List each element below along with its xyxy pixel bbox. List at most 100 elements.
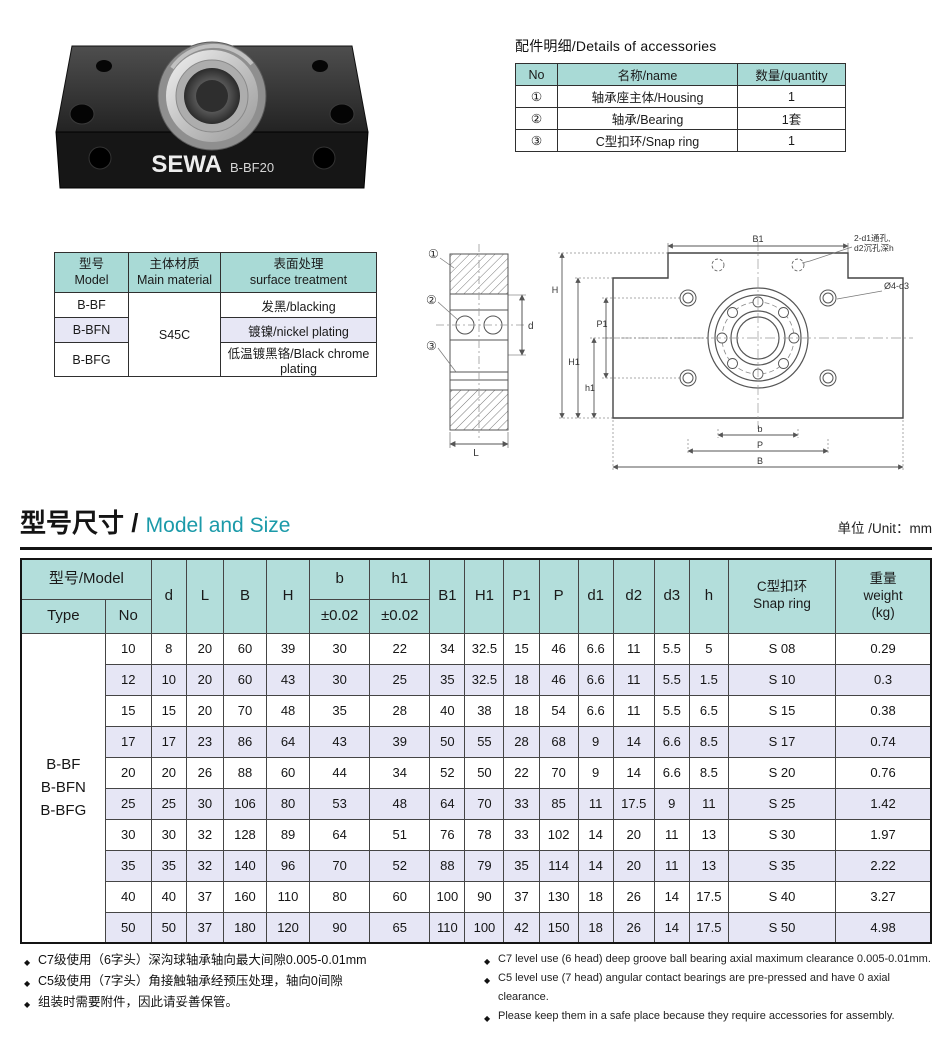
- col-L: L: [185, 558, 224, 634]
- col-P: P: [538, 558, 579, 634]
- dim-label-h1: h1: [585, 383, 595, 393]
- value-cell: 17.5: [612, 787, 655, 820]
- value-cell: 68: [538, 725, 579, 758]
- col-H: H: [265, 558, 311, 634]
- col-model: 型号/Model: [20, 558, 152, 600]
- value-cell: 32: [185, 818, 224, 851]
- housing-front-drawing: B1 2-d1通孔, d2沉孔深h Ø4-d3 H H1 h1 P1: [548, 233, 946, 485]
- section-title-en: Model and Size: [145, 514, 291, 537]
- value-cell: 44: [309, 756, 371, 789]
- value-cell: 48: [265, 694, 311, 727]
- value-cell: 1.42: [835, 787, 932, 820]
- value-cell: 1.5: [688, 663, 729, 696]
- value-cell: 0.38: [835, 694, 932, 727]
- model-text: B-BF20: [230, 160, 274, 175]
- value-cell: 55: [464, 725, 505, 758]
- value-cell: 20: [612, 818, 655, 851]
- value-cell: 37: [503, 880, 540, 913]
- value-cell: S 08: [727, 632, 837, 665]
- value-cell: 46: [538, 663, 579, 696]
- value-cell: 11: [577, 787, 614, 820]
- size-header-row-2: Type No ±0.02 ±0.02: [20, 598, 931, 634]
- value-cell: 6.6: [653, 756, 690, 789]
- value-cell: 14: [612, 756, 655, 789]
- counterbore-hole: [329, 103, 355, 125]
- value-cell: 6.6: [577, 694, 614, 727]
- value-cell: 11: [612, 694, 655, 727]
- value-cell: 100: [464, 911, 505, 944]
- col-d3: d3: [653, 558, 690, 634]
- value-cell: 120: [265, 911, 311, 944]
- callout-2-marker: ②: [426, 293, 437, 307]
- value-cell: 18: [503, 694, 540, 727]
- value-cell: 114: [538, 849, 579, 882]
- value-cell: 38: [464, 694, 505, 727]
- value-cell: 30: [150, 818, 187, 851]
- mat-model: B-BFN: [54, 317, 129, 343]
- col-d: d: [150, 558, 187, 634]
- notes-chinese: C7级使用（6字头）深沟球轴承轴向最大间隙0.005-0.01mmC5级使用（7…: [24, 950, 476, 1026]
- value-cell: 0.74: [835, 725, 932, 758]
- note-en: C7 level use (6 head) deep groove ball b…: [484, 950, 932, 971]
- size-header-row-1: 型号/Model d L B H b h1 B1 H1 P1 P d1 d2 d…: [20, 558, 932, 634]
- col-P1: P1: [503, 558, 540, 634]
- value-cell: 39: [369, 725, 431, 758]
- col-d1: d1: [577, 558, 614, 634]
- col-H1: H1: [464, 558, 505, 634]
- value-cell: 110: [429, 911, 466, 944]
- acc-no: ①: [515, 85, 558, 108]
- housing-outline: [612, 252, 904, 419]
- value-cell: 110: [265, 880, 311, 913]
- dim-label-H: H: [552, 285, 559, 295]
- dim-label-L: L: [473, 448, 479, 458]
- model-no-cell: 10: [104, 632, 152, 665]
- value-cell: 4.98: [835, 911, 932, 944]
- callout-d3: Ø4-d3: [884, 281, 909, 291]
- mat-treatment: 低温镀黑铬/Black chrome plating: [220, 342, 377, 377]
- dim-label-P: P: [757, 440, 763, 450]
- section-title-zh: 型号尺寸 /: [20, 508, 146, 538]
- value-cell: 22: [503, 756, 540, 789]
- leader-line: [801, 246, 853, 264]
- value-cell: 17: [150, 725, 187, 758]
- dim-h1: [590, 337, 708, 419]
- model-size-section-header: 型号尺寸 / Model and Size 单位 /Unit：mm: [20, 503, 932, 550]
- value-cell: 13: [688, 849, 729, 882]
- model-size-table: 型号/Model d L B H b h1 B1 H1 P1 P d1 d2 d…: [20, 558, 932, 944]
- bore-shadow: [196, 80, 228, 112]
- value-cell: 90: [309, 911, 371, 944]
- value-cell: S 25: [727, 787, 837, 820]
- value-cell: 106: [222, 787, 268, 820]
- value-cell: 6.5: [688, 694, 729, 727]
- col-b: b: [309, 558, 371, 600]
- dim-d: [508, 294, 526, 356]
- note-en: C5 level use (7 head) angular contact be…: [484, 969, 932, 1007]
- value-cell: 128: [222, 818, 268, 851]
- notes-english: C7 level use (6 head) deep groove ball b…: [484, 950, 932, 1028]
- value-cell: 28: [503, 725, 540, 758]
- dim-L: [449, 432, 509, 448]
- model-no-cell: 20: [104, 756, 152, 789]
- col-h1-tol: ±0.02: [369, 598, 431, 634]
- acc-name: C型扣环/Snap ring: [557, 129, 738, 152]
- col-d2: d2: [612, 558, 655, 634]
- value-cell: 64: [429, 787, 466, 820]
- value-cell: 33: [503, 818, 540, 851]
- acc-name: 轴承座主体/Housing: [557, 85, 738, 108]
- value-cell: 14: [612, 725, 655, 758]
- value-cell: S 17: [727, 725, 837, 758]
- value-cell: 54: [538, 694, 579, 727]
- model-no-cell: 15: [104, 694, 152, 727]
- acc-qty: 1: [737, 129, 846, 152]
- value-cell: 2.22: [835, 849, 932, 882]
- value-cell: 5.5: [653, 694, 690, 727]
- value-cell: 160: [222, 880, 268, 913]
- model-no-cell: 35: [104, 849, 152, 882]
- material-row: B-BFN 镀镍/nickel plating: [54, 317, 377, 343]
- value-cell: 43: [265, 663, 311, 696]
- value-cell: 20: [185, 694, 224, 727]
- value-cell: 15: [150, 694, 187, 727]
